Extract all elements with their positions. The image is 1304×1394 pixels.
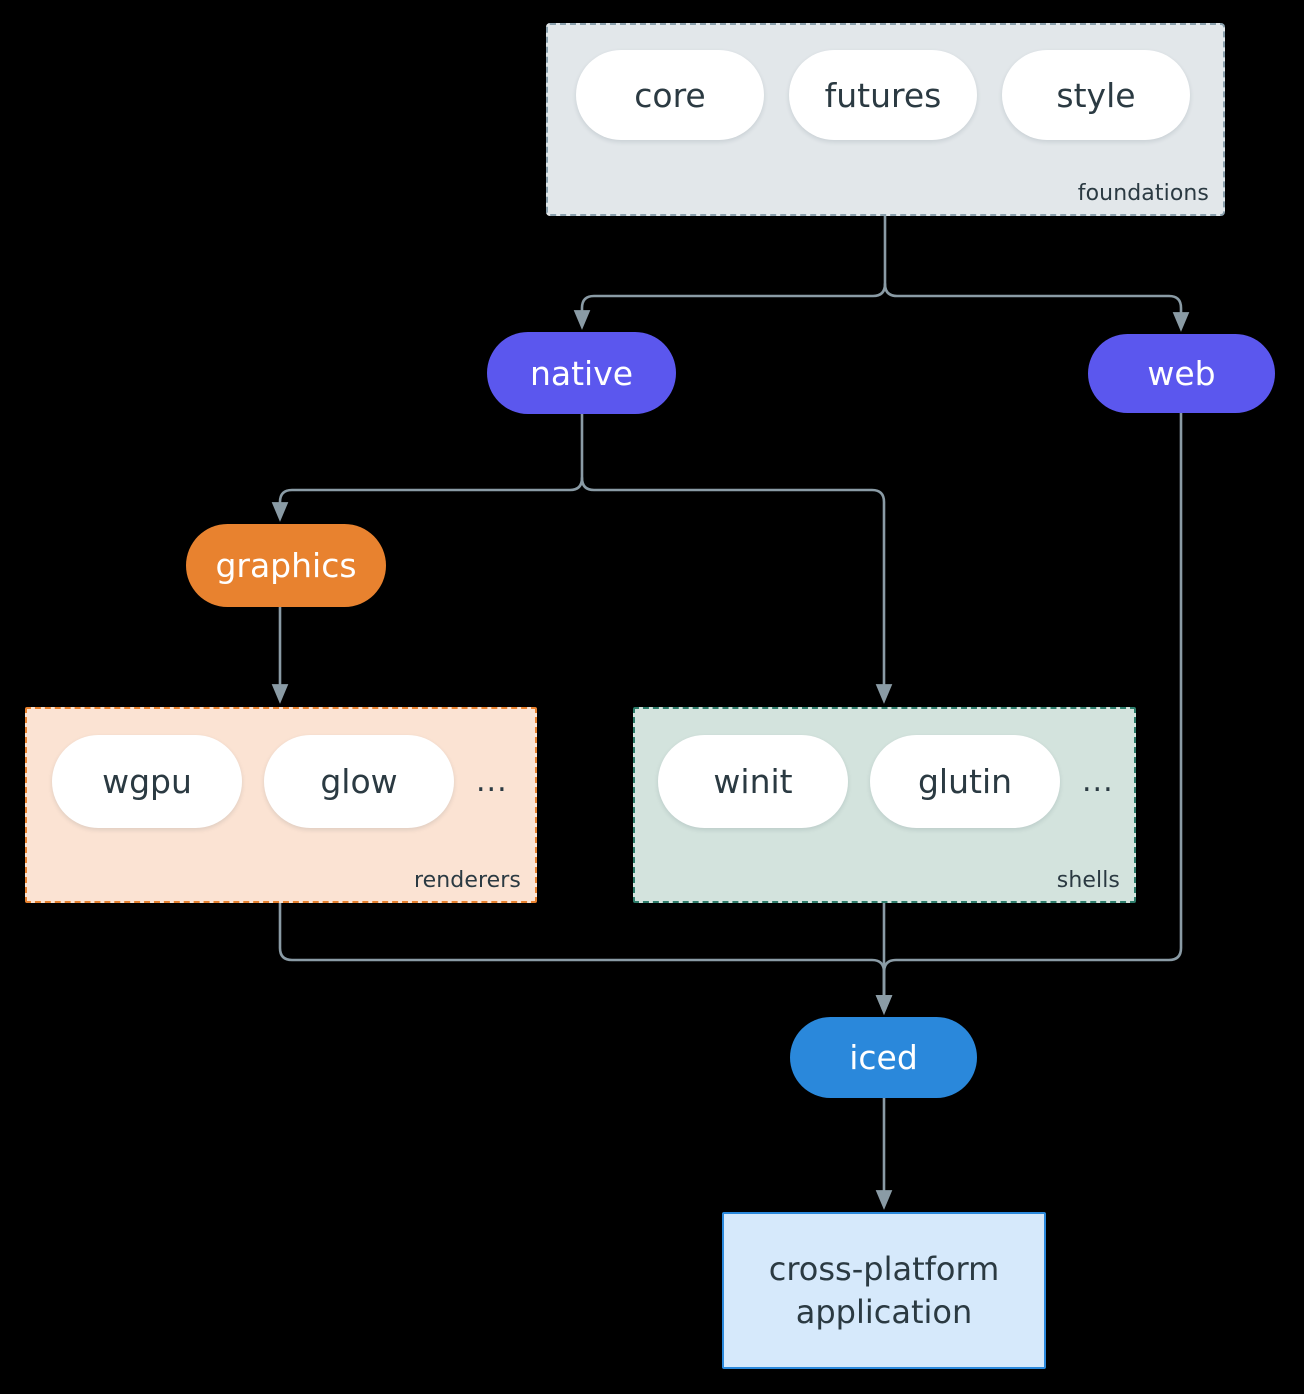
- node-graphics-label: graphics: [215, 546, 357, 585]
- foundations-group-label: foundations: [1077, 181, 1209, 206]
- foundations-item-core[interactable]: core: [576, 50, 764, 140]
- node-native-label: native: [529, 353, 634, 393]
- group-shells: winit glutin ... shells: [633, 707, 1136, 903]
- shells-items: winit glutin ...: [658, 735, 1114, 828]
- edge-native-shells: [580, 476, 893, 704]
- shells-item-glutin-label: glutin: [917, 762, 1013, 801]
- edge-renderers-iced: [278, 901, 893, 1015]
- renderers-item-wgpu-label: wgpu: [102, 762, 192, 801]
- shells-group-label: shells: [1056, 868, 1120, 893]
- node-application-label-line2: application: [795, 1292, 973, 1331]
- renderers-group-label: renderers: [413, 868, 521, 893]
- node-web-label: web: [1147, 354, 1216, 393]
- renderers-items: wgpu glow ...: [52, 735, 508, 828]
- node-native[interactable]: native: [487, 332, 676, 414]
- node-iced-label: iced: [849, 1038, 918, 1077]
- node-iced[interactable]: iced: [790, 1017, 977, 1098]
- foundations-items: core futures style: [576, 50, 1190, 140]
- node-application-label: cross-platform application: [769, 1248, 999, 1332]
- node-application[interactable]: cross-platform application: [722, 1212, 1046, 1369]
- group-renderers: wgpu glow ... renderers: [25, 707, 537, 903]
- foundations-item-style-label: style: [1056, 75, 1136, 115]
- node-application-label-line1: cross-platform: [768, 1250, 1000, 1289]
- shells-item-winit-label: winit: [713, 762, 793, 801]
- edge-native-graphics: [271, 412, 584, 522]
- group-foundations: core futures style foundations: [546, 23, 1225, 216]
- edge-foundations-web: [883, 282, 1190, 332]
- shells-ellipsis: ...: [1082, 763, 1114, 799]
- renderers-item-glow[interactable]: glow: [264, 735, 454, 828]
- foundations-item-futures[interactable]: futures: [789, 50, 977, 140]
- foundations-item-style[interactable]: style: [1002, 50, 1190, 140]
- node-graphics[interactable]: graphics: [186, 524, 386, 607]
- foundations-item-core-label: core: [634, 75, 706, 115]
- foundations-item-futures-label: futures: [824, 75, 942, 115]
- renderers-ellipsis: ...: [476, 763, 508, 799]
- shells-item-glutin[interactable]: glutin: [870, 735, 1060, 828]
- shells-item-winit[interactable]: winit: [658, 735, 848, 828]
- renderers-item-wgpu[interactable]: wgpu: [52, 735, 242, 828]
- renderers-item-glow-label: glow: [320, 762, 398, 801]
- edge-foundations-split: [573, 214, 887, 330]
- node-web[interactable]: web: [1088, 334, 1275, 413]
